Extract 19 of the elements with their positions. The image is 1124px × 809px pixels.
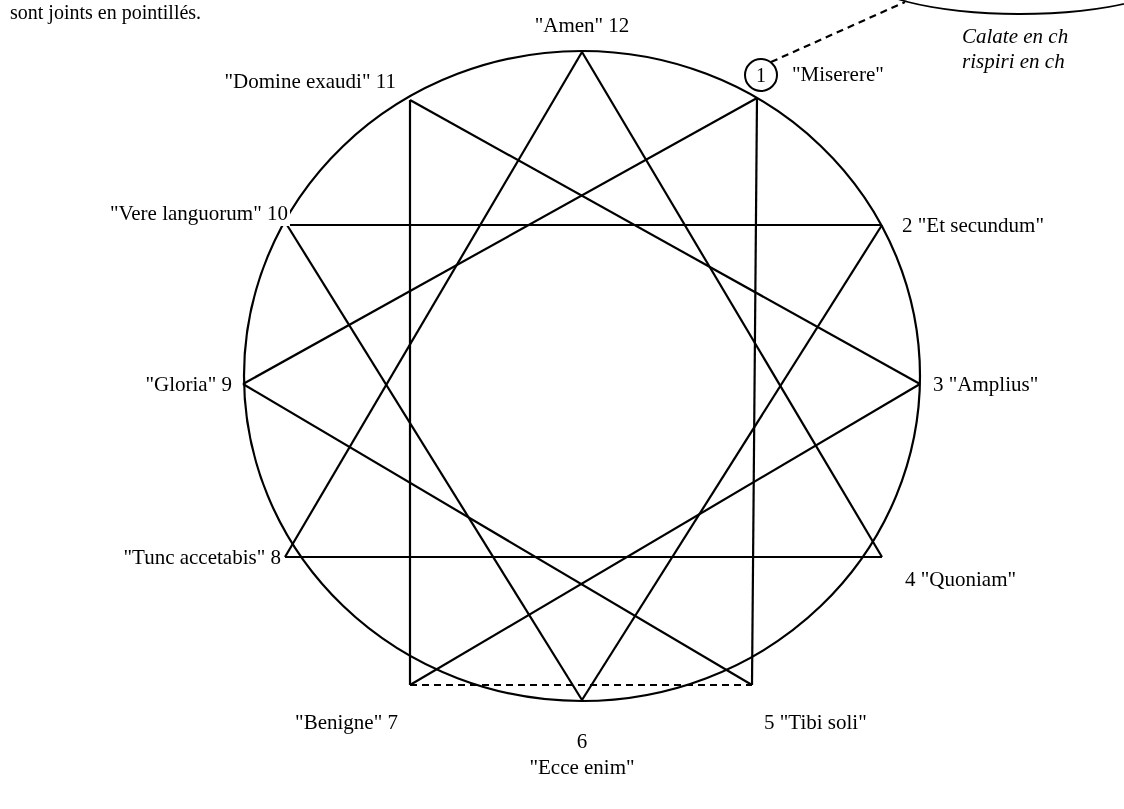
note-text: Calate en ch — [962, 24, 1069, 49]
star-line — [581, 224, 883, 701]
star-line — [242, 383, 753, 686]
star-line — [409, 99, 921, 385]
note-text: sont joints en pointillés. — [10, 0, 202, 24]
verse-number: 6 — [576, 728, 588, 754]
star-line — [285, 555, 882, 559]
star-line — [408, 100, 412, 685]
dashed-line — [410, 683, 752, 687]
star-line — [581, 51, 883, 558]
note-text: rispiri en ch — [962, 49, 1066, 74]
star-line — [750, 98, 759, 685]
star-line — [242, 97, 758, 385]
star-line — [286, 224, 583, 701]
star-line — [409, 383, 921, 686]
star-line — [284, 51, 583, 558]
verse-label: "Miserere" — [792, 61, 884, 89]
verse-label: "Ecce enim" — [529, 754, 635, 780]
leader-line — [770, 1, 906, 63]
